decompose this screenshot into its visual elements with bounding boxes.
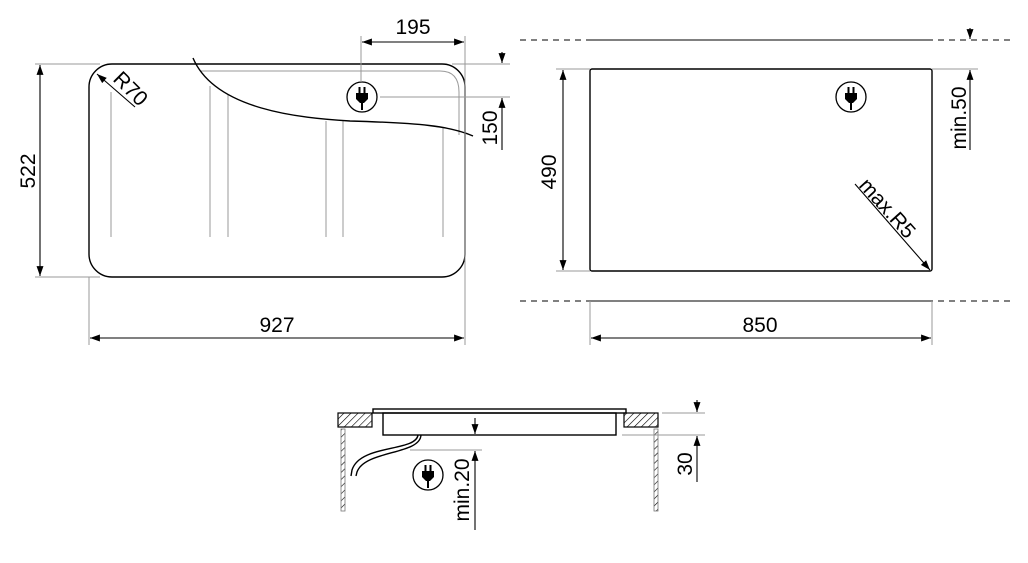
cabinet-wall-left	[340, 428, 346, 512]
dim-label-maxr5: max.R5	[854, 174, 920, 243]
dim-label-850: 850	[742, 314, 777, 337]
dim-label-195: 195	[395, 16, 430, 39]
cooking-zone-lines	[110, 86, 444, 237]
cutout-view: min.50 490 850 max.R5	[520, 28, 1010, 345]
power-plug-icon	[412, 459, 444, 491]
radius-leader	[96, 73, 136, 108]
power-plug-icon	[835, 81, 867, 113]
hob-top-view: 195 150 522 927 R70	[17, 16, 510, 345]
worktop-left	[337, 412, 373, 428]
dim-label-490: 490	[538, 154, 561, 189]
dim-label-min50: min.50	[948, 86, 971, 149]
section-view: min.20 30	[337, 400, 705, 530]
dim-label-522: 522	[17, 153, 40, 188]
radius-leader	[854, 183, 931, 271]
dim-label-30: 30	[674, 452, 697, 475]
cabinet-wall-right	[653, 428, 659, 512]
dim-label-r70: R70	[108, 67, 152, 111]
hob-body	[382, 412, 617, 436]
dim-label-150: 150	[479, 110, 502, 145]
worktop-right	[623, 412, 659, 428]
break-line	[192, 57, 474, 137]
dim-label-min20: min.20	[451, 458, 474, 521]
power-plug-icon	[346, 81, 378, 113]
dim-label-927: 927	[259, 314, 294, 337]
power-cable	[350, 434, 422, 477]
cutout-outline	[589, 68, 933, 272]
glass-inner-edge	[200, 70, 460, 135]
